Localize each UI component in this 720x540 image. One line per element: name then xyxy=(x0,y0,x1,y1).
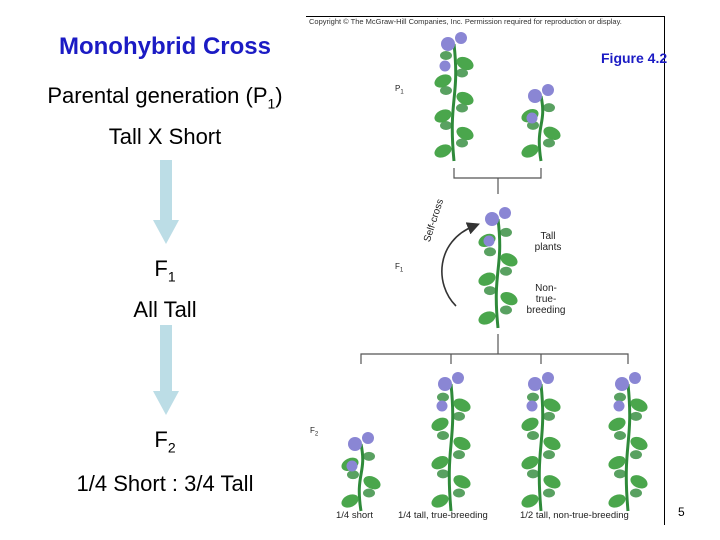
f1-tall-plant-illustration xyxy=(478,207,518,329)
f1-result: All Tall xyxy=(133,297,197,322)
p1-tall-plant-illustration xyxy=(434,32,474,162)
caption-tall-true-breeding: 1/4 tall, true-breeding xyxy=(398,510,488,521)
f2-connector xyxy=(360,353,629,364)
page-number: 5 xyxy=(678,505,685,519)
f1-label: F1 xyxy=(154,256,176,285)
figure-panel xyxy=(306,16,665,525)
cross-diagram xyxy=(341,32,648,512)
f2-short-plant-illustration xyxy=(341,432,381,512)
f2-tag: F2 xyxy=(310,426,319,438)
f2-tall-plant-illustration xyxy=(608,372,648,512)
f2-tall-plant-illustration xyxy=(431,372,471,512)
caption-short: 1/4 short xyxy=(336,510,373,521)
p1-connector xyxy=(453,168,542,179)
non-true-breeding-label: Non- true- breeding xyxy=(526,283,566,316)
figure-number: Figure 4.2 xyxy=(601,50,668,66)
caption-tall-non-true-breeding: 1/2 tall, non-true-breeding xyxy=(520,510,629,521)
self-cross-arrow xyxy=(441,222,480,307)
arrow-down-f1 xyxy=(153,160,179,244)
f1-tag: F1 xyxy=(395,262,404,274)
f2-tall-plant-illustration xyxy=(521,372,561,512)
p1-tag: P1 xyxy=(395,84,404,96)
f2-result: 1/4 Short : 3/4 Tall xyxy=(76,471,254,496)
parental-generation-label: Parental generation (P1) xyxy=(47,83,283,112)
tall-plants-label: Tall plants xyxy=(534,231,562,253)
plants-group xyxy=(341,32,648,512)
slide-title: Monohybrid Cross xyxy=(58,33,271,60)
cross-label: Tall X Short xyxy=(108,124,222,149)
p1-short-plant-illustration xyxy=(521,84,561,162)
f2-label: F2 xyxy=(154,427,176,456)
copyright-notice: Copyright © The McGraw-Hill Companies, I… xyxy=(309,17,622,26)
arrow-down-f2 xyxy=(153,325,179,415)
